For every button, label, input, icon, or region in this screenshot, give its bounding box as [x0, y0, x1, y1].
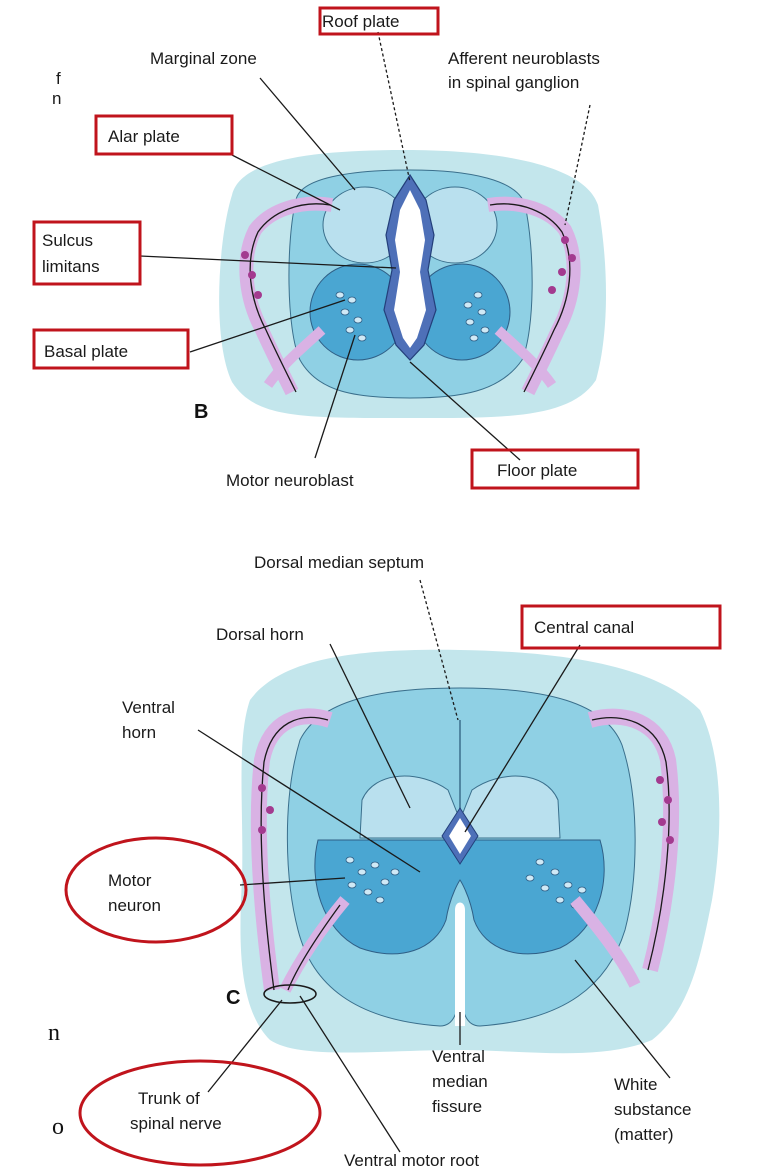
sulcus-label-line2: limitans: [42, 257, 100, 276]
cutoff-fragment-c1: n: [48, 1020, 60, 1046]
cutoff-fragment-c2: o: [52, 1114, 64, 1140]
motor-neuron-label-line2: neuron: [108, 896, 161, 915]
white-substance-label-line2: substance: [614, 1100, 692, 1119]
panel-b-letter: B: [194, 401, 208, 423]
afferent-label-line1: Afferent neuroblasts: [448, 49, 600, 68]
white-substance-label-line1: White: [614, 1075, 657, 1094]
afferent-label-line2: in spinal ganglion: [448, 73, 579, 92]
floor-plate-label: Floor plate: [497, 461, 577, 480]
trunk-label-line2: spinal nerve: [130, 1114, 222, 1133]
motor-neuroblast-label: Motor neuroblast: [226, 471, 354, 490]
dorsal-horn-label: Dorsal horn: [216, 625, 304, 644]
panel-c-ventral-fissure: [455, 903, 465, 1027]
central-canal-label: Central canal: [534, 618, 634, 637]
trunk-circle: [80, 1061, 320, 1165]
cutoff-fragment-b1: f: [56, 69, 61, 88]
roof-plate-label: Roof plate: [322, 12, 400, 31]
panel-c: Dorsal median septum Central canal Dorsa…: [48, 553, 720, 1170]
ventral-fissure-label-line1: Ventral: [432, 1047, 485, 1066]
panel-c-letter: C: [226, 987, 240, 1009]
white-substance-label-line3: (matter): [614, 1125, 674, 1144]
motor-neuron-circle: [66, 838, 246, 942]
alar-plate-label: Alar plate: [108, 127, 180, 146]
basal-plate-label: Basal plate: [44, 342, 128, 361]
ventral-horn-label-line2: horn: [122, 723, 156, 742]
motor-neuron-label-line1: Motor: [108, 871, 152, 890]
ventral-motor-root-label: Ventral motor root: [344, 1151, 479, 1170]
cutoff-fragment-b2: n: [52, 89, 61, 108]
marginal-zone-label: Marginal zone: [150, 49, 257, 68]
ventral-fissure-label-line2: median: [432, 1072, 488, 1091]
sulcus-label-line1: Sulcus: [42, 231, 93, 250]
trunk-label-line1: Trunk of: [138, 1089, 200, 1108]
ventral-horn-label-line1: Ventral: [122, 698, 175, 717]
dorsal-median-septum-label: Dorsal median septum: [254, 553, 424, 572]
leader-trunk: [208, 1000, 282, 1092]
panel-b: Roof plate Marginal zone Afferent neurob…: [34, 8, 638, 490]
ventral-fissure-label-line3: fissure: [432, 1097, 482, 1116]
